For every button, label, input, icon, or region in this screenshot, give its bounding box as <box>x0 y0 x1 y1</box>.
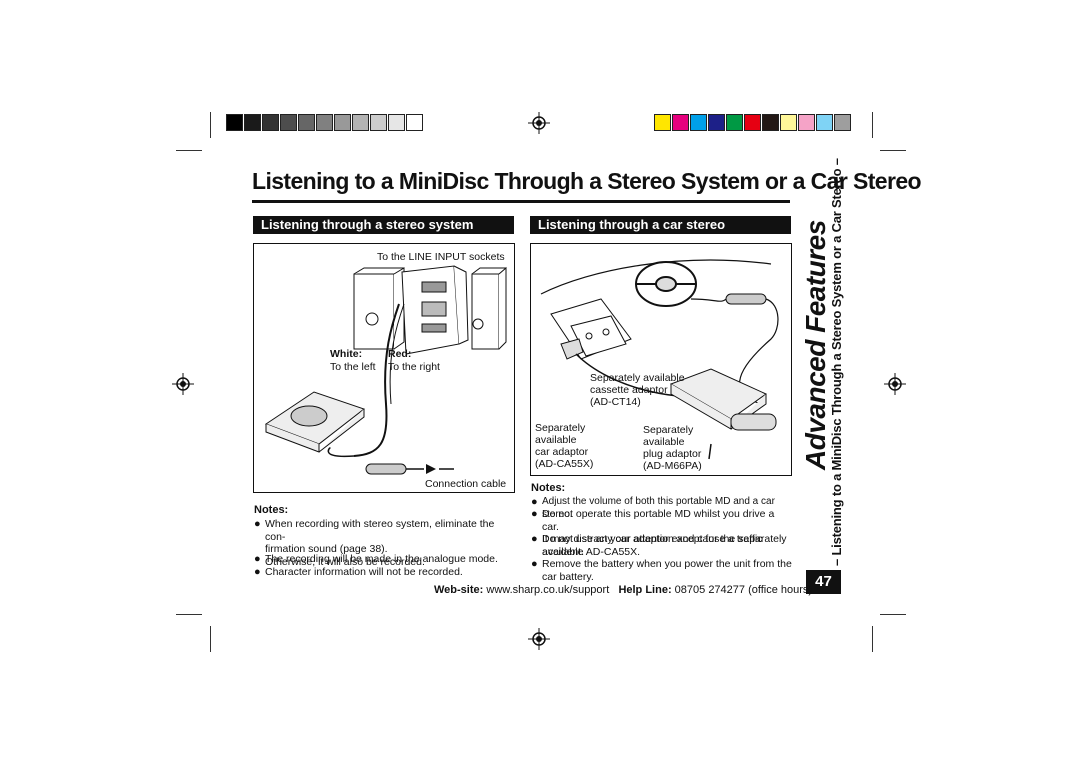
crop-mark <box>880 150 906 151</box>
plug-adaptor-icon <box>725 293 767 305</box>
calibration-swatch <box>226 114 243 131</box>
bullet-icon: ● <box>531 508 538 520</box>
red-label: Red: <box>388 348 412 360</box>
registration-mark-icon <box>172 373 194 395</box>
crop-mark <box>872 112 873 138</box>
calibration-swatch <box>262 114 279 131</box>
car-adaptor-label-3: car adaptor <box>535 446 589 458</box>
crop-mark <box>872 626 873 652</box>
title-rule <box>252 200 790 203</box>
plug-adaptor-label-2: available <box>643 436 685 448</box>
calibration-swatch <box>816 114 833 131</box>
calibration-swatch <box>316 114 333 131</box>
calibration-swatch <box>654 114 671 131</box>
website-value: www.sharp.co.uk/support <box>486 584 610 596</box>
car-adaptor-label-1: Separately <box>535 422 586 434</box>
calibration-swatch <box>370 114 387 131</box>
steering-wheel-icon <box>635 261 697 307</box>
cassette-adaptor-icon <box>570 315 627 357</box>
stereo-connection-illustration <box>264 265 507 475</box>
cassette-adaptor-label-2: cassette adaptor <box>590 384 668 396</box>
crop-mark <box>210 626 211 652</box>
stereo-note: ● The recording will be made in the anal… <box>254 553 498 565</box>
bullet-icon: ● <box>531 533 538 545</box>
dashboard-icon <box>540 259 772 295</box>
to-left-label: To the left <box>330 361 376 373</box>
helpline-label: Help Line: <box>618 584 672 596</box>
calibration-swatch <box>780 114 797 131</box>
registration-mark-icon <box>528 112 550 134</box>
car-note: ● Do not use any car adaptor except for … <box>531 533 787 558</box>
page-title: Listening to a MiniDisc Through a Stereo… <box>252 168 922 194</box>
crop-mark <box>880 614 906 615</box>
calibration-swatch <box>406 114 423 131</box>
stereo-section-heading: Listening through a stereo system <box>253 216 514 234</box>
cassette-adaptor-label-1: Separately available <box>590 372 685 384</box>
sidebar-sub-label: – Listening to a MiniDisc Through a Ster… <box>829 158 844 566</box>
sidebar-big-label: Advanced Features <box>800 220 831 470</box>
plug-adaptor-label-1: Separately <box>643 424 694 436</box>
car-connection-illustration <box>540 259 779 460</box>
calibration-swatch <box>298 114 315 131</box>
car-note: ● Do not operate this portable MD whilst… <box>531 508 775 558</box>
stereo-note: ● Character information will not be reco… <box>254 566 463 578</box>
car-note: ● Adjust the volume of both this portabl… <box>531 496 775 520</box>
stereo-note: ● When recording with stereo system, eli… <box>254 518 495 568</box>
calibration-swatch <box>834 114 851 131</box>
calibration-swatch <box>244 114 261 131</box>
line-input-label: To the LINE INPUT sockets <box>377 251 505 263</box>
crop-mark <box>176 614 202 615</box>
connection-cable-icon <box>353 303 400 457</box>
speaker-right-icon <box>471 266 507 350</box>
registration-mark-icon <box>884 373 906 395</box>
to-right-label: To the right <box>388 361 440 373</box>
website-label: Web-site: <box>434 584 484 596</box>
stereo-figure: To the LINE INPUT sockets White: Red: To… <box>253 243 515 493</box>
registration-mark-icon <box>528 628 550 650</box>
battery-case-icon <box>730 413 777 431</box>
plug-adaptor-label-3: plug adaptor <box>643 448 702 460</box>
calibration-swatch <box>690 114 707 131</box>
bullet-icon: ● <box>254 518 261 530</box>
helpline-value: 08705 274277 (office hours) <box>674 584 813 596</box>
stereo-main-unit-icon <box>401 265 469 355</box>
calibration-swatch <box>762 114 779 131</box>
car-notes-heading: Notes: <box>531 482 566 494</box>
remote-control-icon <box>365 463 407 475</box>
calibration-swatch <box>744 114 761 131</box>
car-adaptor-icon <box>560 338 584 360</box>
md-player-icon <box>264 391 366 453</box>
car-note: ● Remove the battery when you power the … <box>531 558 792 583</box>
calibration-swatch <box>280 114 297 131</box>
arrow-icon <box>426 464 436 474</box>
white-label: White: <box>330 348 363 360</box>
calibration-swatch <box>388 114 405 131</box>
footer: Web-site: www.sharp.co.uk/support Help L… <box>434 584 812 596</box>
page-number: 47 <box>806 570 841 594</box>
calibration-swatch <box>726 114 743 131</box>
bullet-icon: ● <box>531 496 538 508</box>
connection-cable-label: Connection cable <box>425 478 507 490</box>
calibration-swatch <box>352 114 369 131</box>
calibration-swatch <box>798 114 815 131</box>
crop-mark <box>176 150 202 151</box>
plug-adaptor-label-4: (AD-M66PA) <box>643 460 702 472</box>
bullet-icon: ● <box>531 558 538 570</box>
crop-mark <box>210 112 211 138</box>
stereo-notes-heading: Notes: <box>254 504 289 516</box>
bullet-icon: ● <box>254 553 261 565</box>
cassette-adaptor-label-3: (AD-CT14) <box>590 396 641 408</box>
car-section-heading: Listening through a car stereo <box>530 216 791 234</box>
car-figure: Separately available cassette adaptor (A… <box>530 243 792 476</box>
calibration-swatch <box>672 114 689 131</box>
calibration-swatch <box>708 114 725 131</box>
calibration-swatch <box>334 114 351 131</box>
car-adaptor-label-2: available <box>535 434 577 446</box>
bullet-icon: ● <box>254 566 261 578</box>
car-adaptor-label-4: (AD-CA55X) <box>535 458 594 470</box>
